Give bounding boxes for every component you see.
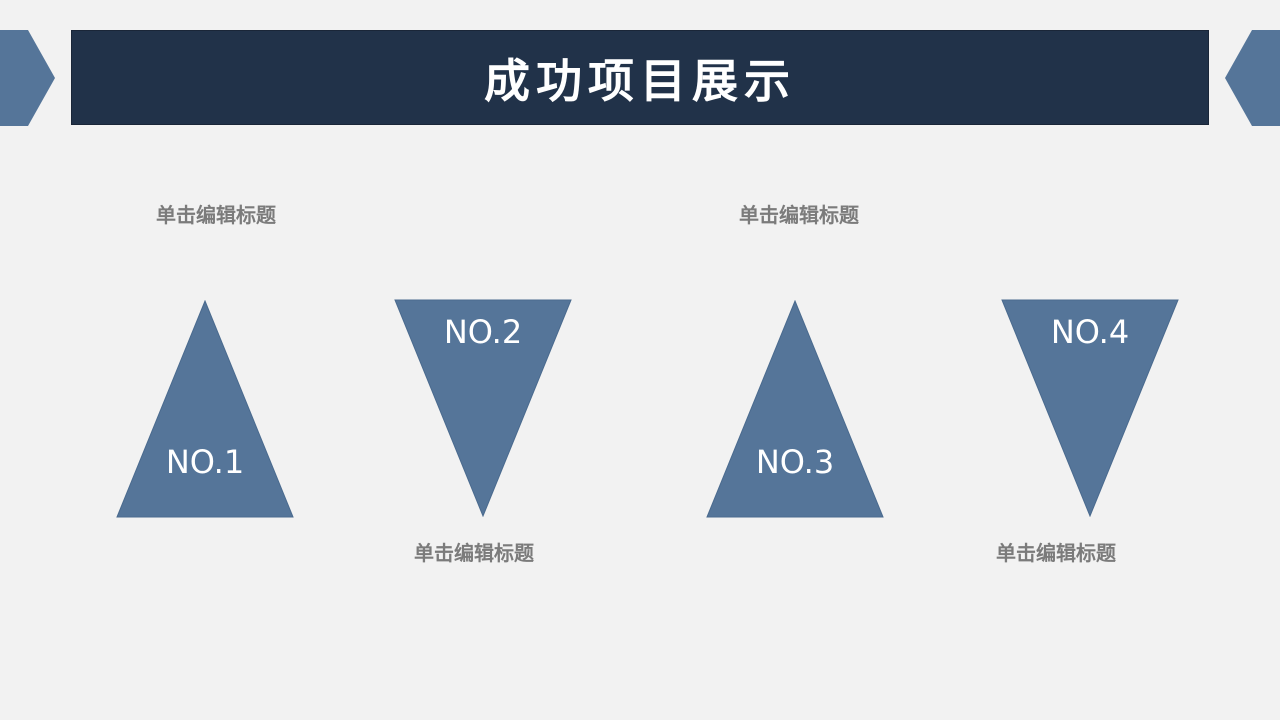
caption-item-2: 单击编辑标题 [414,541,534,565]
caption-item-4: 单击编辑标题 [996,541,1116,565]
right-chevron-icon [1224,30,1280,126]
down-triangle-icon [1001,299,1179,517]
up-triangle-icon [706,300,884,518]
left-chevron-icon [0,30,56,126]
slide-title: 成功项目展示 [484,53,796,108]
triangle-label-4: NO.4 [1050,313,1130,351]
triangle-item-1: NO.1 [116,300,294,518]
triangle-item-3: NO.3 [706,300,884,518]
triangle-label-1: NO.1 [165,443,245,481]
caption-item-3: 单击编辑标题 [739,203,859,227]
triangle-label-2: NO.2 [443,313,523,351]
triangle-label-3: NO.3 [755,443,835,481]
triangle-item-2: NO.2 [394,299,572,517]
down-triangle-icon [394,299,572,517]
up-triangle-icon [116,300,294,518]
triangle-item-4: NO.4 [1001,299,1179,517]
caption-item-1: 单击编辑标题 [156,203,276,227]
title-bar: 成功项目展示 [71,30,1209,125]
